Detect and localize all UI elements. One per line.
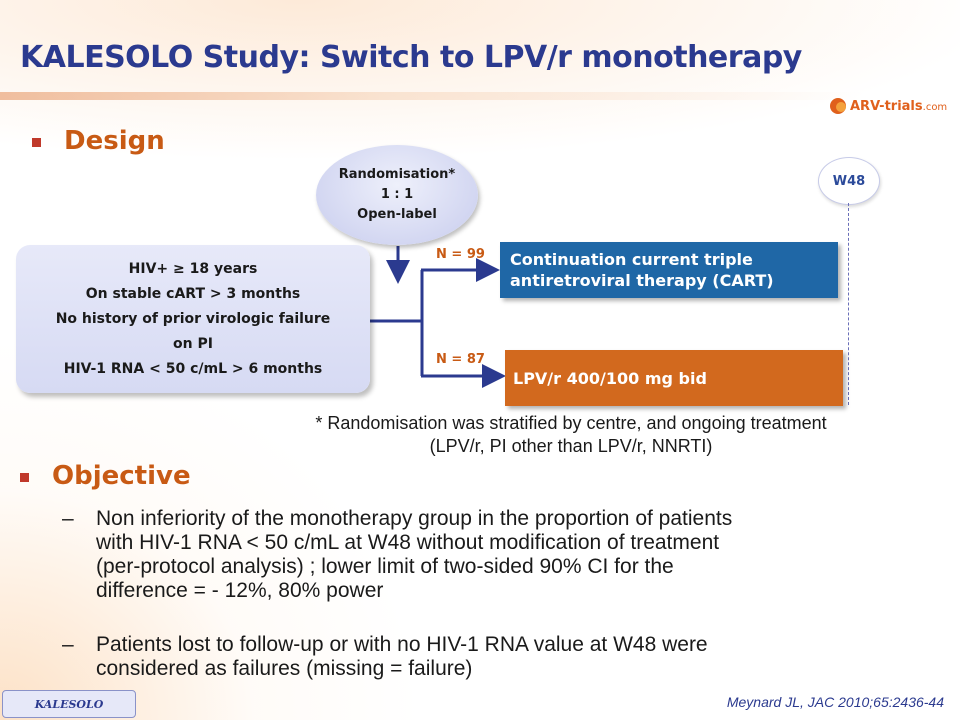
study-tag-label: KALESOLO — [34, 697, 104, 711]
logo-icon — [830, 98, 846, 114]
w48-timepoint-bubble: W48 — [818, 157, 880, 205]
citation: Meynard JL, JAC 2010;65:2436-44 — [726, 694, 944, 710]
inclusion-criteria-box: HIV+ ≥ 18 years On stable cART > 3 month… — [16, 245, 370, 393]
objective-line: difference = - 12%, 80% power — [96, 579, 384, 602]
objective-bullet-icon — [20, 473, 29, 482]
arm1-line: antiretroviral therapy (CART) — [510, 271, 774, 290]
objective-line: Patients lost to follow-up or with no HI… — [96, 633, 708, 656]
criteria-line: on PI — [173, 335, 213, 352]
criteria-line: HIV-1 RNA < 50 c/mL > 6 months — [63, 360, 323, 377]
design-heading: Design — [64, 126, 165, 156]
arm2-line: LPV/r 400/100 mg bid — [513, 368, 707, 388]
slide-title: KALESOLO Study: Switch to LPV/r monother… — [20, 40, 802, 75]
dash-bullet: – — [62, 633, 74, 656]
objective-line: Non inferiority of the monotherapy group… — [96, 507, 733, 530]
study-tag: KALESOLO — [2, 690, 136, 718]
criteria-line: No history of prior virologic failure — [55, 310, 331, 327]
randomisation-footnote: * Randomisation was stratified by centre… — [226, 412, 916, 458]
randomisation-label: Randomisation* — [338, 167, 456, 182]
arm2-n-label: N = 87 — [436, 352, 485, 367]
arm-lpvr-box: LPV/r 400/100 mg bid — [505, 350, 843, 406]
w48-label: W48 — [832, 173, 866, 189]
arm1-n-label: N = 99 — [436, 247, 485, 262]
criteria-line: HIV+ ≥ 18 years — [128, 260, 258, 277]
objective-line: considered as failures (missing = failur… — [96, 657, 473, 680]
title-underline — [0, 92, 960, 100]
design-bullet-icon — [32, 138, 41, 147]
logo-suffix: .com — [922, 101, 948, 113]
logo-name: ARV-trials — [850, 98, 923, 114]
objective-item: – Non inferiority of the monotherapy gro… — [62, 507, 922, 603]
arm1-line: Continuation current triple — [510, 250, 753, 269]
objective-item: – Patients lost to follow-up or with no … — [62, 633, 922, 681]
footnote-line: * Randomisation was stratified by centre… — [315, 413, 827, 433]
footnote-line: (LPV/r, PI other than LPV/r, NNRTI) — [429, 436, 713, 456]
criteria-line: On stable cART > 3 months — [85, 285, 301, 302]
randomisation-bubble: Randomisation* 1 : 1 Open-label — [316, 145, 478, 245]
randomisation-ratio: 1 : 1 — [380, 187, 414, 202]
arv-trials-logo: ARV-trials.com — [830, 95, 950, 117]
objective-line: with HIV-1 RNA < 50 c/mL at W48 without … — [96, 531, 720, 554]
randomisation-design: Open-label — [357, 207, 437, 222]
objective-heading: Objective — [52, 461, 191, 491]
dash-bullet: – — [62, 507, 74, 530]
w48-timeline — [848, 203, 849, 405]
objective-line: (per-protocol analysis) ; lower limit of… — [96, 555, 674, 578]
arm-cart-box: Continuation current triple antiretrovir… — [500, 242, 838, 298]
